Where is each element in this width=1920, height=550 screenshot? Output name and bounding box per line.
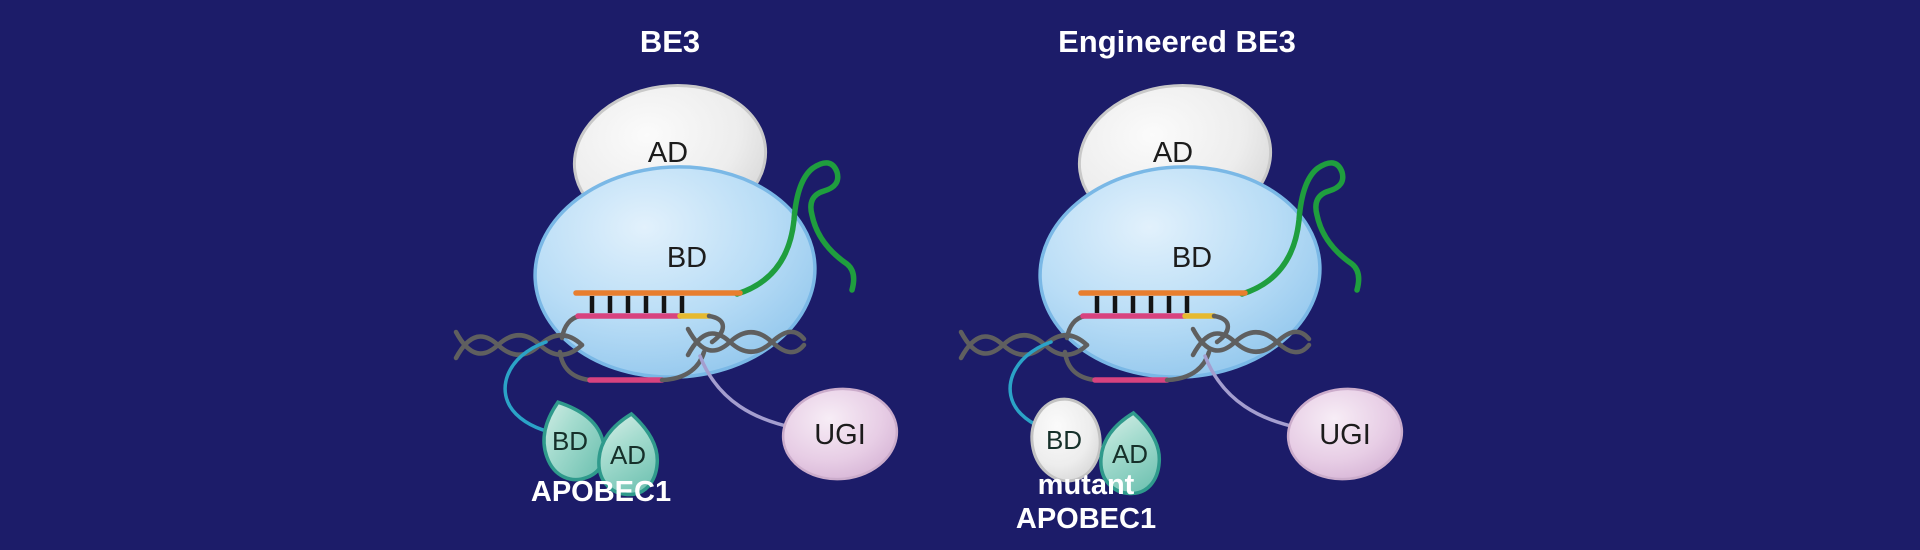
base-pair-ticks <box>589 296 685 313</box>
target-strand-right-connector <box>706 313 726 345</box>
ugi-blob <box>781 387 899 481</box>
mutant-apobec1-bd-blob <box>1030 397 1102 483</box>
displaced-strand-right <box>1164 349 1212 383</box>
sgrna-scaffold-loop <box>1239 160 1362 297</box>
bd-domain-label: BD <box>1172 242 1212 274</box>
ugi-label: UGI <box>1319 419 1371 451</box>
mutant-apobec1-name-line1: mutant <box>1038 469 1135 501</box>
dna-helix-right-strand-a <box>1190 326 1312 355</box>
dna-helix-left-strand-b <box>453 333 585 361</box>
displaced-strand-left <box>1062 349 1098 383</box>
displaced-strand-left <box>557 349 593 383</box>
mutant-apobec1-name-line2: APOBEC1 <box>1016 503 1156 535</box>
ugi-label: UGI <box>814 419 866 451</box>
apobec-linker-teal <box>503 340 560 436</box>
apobec1-ad-leaf <box>1099 410 1161 496</box>
sgrna-scaffold-loop <box>734 160 857 297</box>
ad-domain-label: AD <box>648 137 688 169</box>
bd-domain-label: BD <box>667 242 707 274</box>
dna-helix-right-strand-b <box>1190 329 1312 358</box>
apobec1-bd-leaf <box>542 400 607 482</box>
panel-engineered-be3: Engineered BE3 AD BD BD AD UGI mutant AP… <box>958 24 1404 535</box>
ugi-blob <box>1286 387 1404 481</box>
dna-helix-left-strand-b <box>958 333 1090 361</box>
panel-title-be3: BE3 <box>640 24 700 59</box>
ad-domain-label: AD <box>1153 137 1193 169</box>
target-strand-right-connector <box>1211 313 1231 345</box>
mutant-apobec1-bd-label: BD <box>1046 425 1082 455</box>
dna-helix-right-strand-b <box>685 329 807 358</box>
panel-be3: BE3 AD BD BD AD UGI APOBEC1 <box>453 24 899 508</box>
apobec1-ad-label: AD <box>1112 439 1148 469</box>
ugi-linker-lavender <box>1203 354 1302 430</box>
dna-helix-right-strand-a <box>685 326 807 355</box>
panel-title-engineered-be3: Engineered BE3 <box>1058 24 1296 59</box>
apobec1-bd-label: BD <box>552 426 588 456</box>
base-pair-ticks <box>1094 296 1190 313</box>
apobec1-ad-leaf <box>597 411 659 497</box>
apobec1-name: APOBEC1 <box>531 476 671 508</box>
displaced-strand-right <box>659 349 707 383</box>
ugi-linker-lavender <box>698 354 797 430</box>
apobec1-ad-label: AD <box>610 440 646 470</box>
